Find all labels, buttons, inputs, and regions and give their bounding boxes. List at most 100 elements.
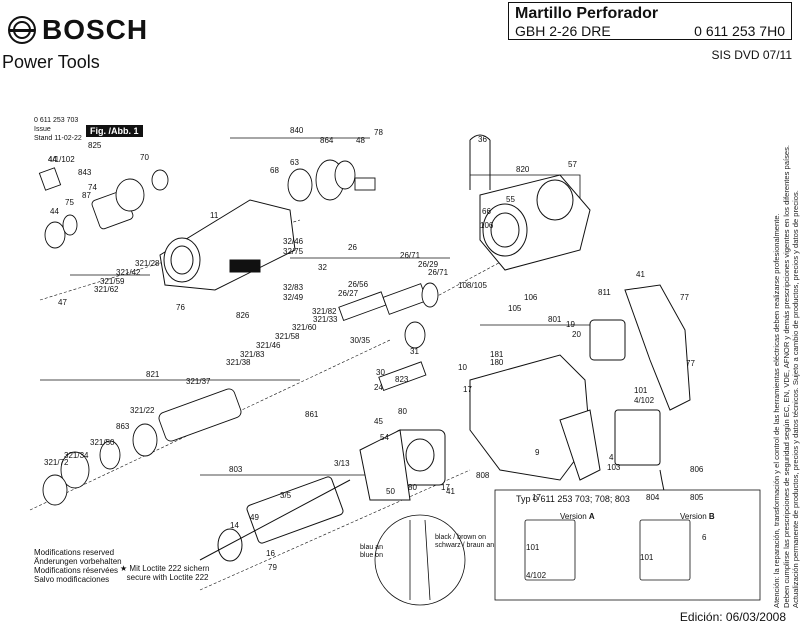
part-callout: 44 [48,155,57,164]
part-callout: 321/58 [275,332,300,341]
main-housing [469,354,601,481]
modifications-note: Modifications reserved Änderungen vorbeh… [34,548,122,584]
part-callout: 843 [78,168,92,177]
part-callout: 825 [88,141,102,150]
product-title: Martillo Perforador [515,5,659,22]
part-callout: 106 [524,293,538,302]
part-callout: 49 [250,513,259,522]
part-callout: 6 [702,533,707,542]
title-box: Martillo Perforador GBH 2-26 DRE 0 611 2… [508,2,792,40]
part-callout: 321/50 [90,438,115,447]
part-callout: 77 [686,359,695,368]
stator [359,429,446,501]
tagline: Power Tools [2,52,100,72]
part-callout: 321/38 [226,358,251,367]
part-callout: 26/56 [348,280,369,289]
part-callout: 17 [463,385,472,394]
part-callout: 808 [476,471,490,480]
part-callout: 48 [356,136,365,145]
part-callout: 36 [478,135,487,144]
part-callout: 70 [140,153,149,162]
part-callout: 74 [88,183,97,192]
doc-number: 0 611 253 703 [34,117,79,124]
part-callout: 32 [318,263,327,272]
part-callout: 321/59 [100,277,125,286]
part-callout: 101 [526,543,540,552]
model-name: GBH 2-26 DRE [515,23,611,39]
part-callout: 103 [607,463,621,472]
part-callout: 66 [482,207,491,216]
part-callout: 20 [572,330,581,339]
part-callout: 54 [380,433,389,442]
part-callout: 864 [320,136,334,145]
bosch-logo-icon [8,16,36,44]
part-callout: 3/5 [280,491,292,500]
part-callout: 181 [490,350,504,359]
part-callout: 863 [116,422,130,431]
part-callout: 321/62 [94,285,119,294]
part-callout: 32/49 [283,293,304,302]
part-callout: 32/75 [283,247,304,256]
part-callout: 106 [480,221,494,230]
part-callout: 9 [535,448,540,457]
part-callout: 805 [690,493,704,502]
chuck-assembly [38,167,169,249]
part-callout: 10 [458,363,467,372]
issue-date: 11-02-22 [54,135,82,142]
part-callout: 804 [646,493,660,502]
motor-housing [469,134,591,271]
part-callout: 803 [229,465,243,474]
part-callout: 14 [230,521,239,530]
part-callout: 55 [506,195,515,204]
part-callout: 4/102 [634,396,655,405]
part-callout: 321/83 [240,350,265,359]
part-callout: 77 [680,293,689,302]
wiring-detail [374,514,466,606]
part-callout: 76 [176,303,185,312]
part-callout: 19 [566,320,575,329]
part-callout: 321/34 [64,451,89,460]
part-callout: 101 [634,386,648,395]
part-callout: 321/37 [186,377,211,386]
part-callout: 26/71 [400,251,421,260]
part-callout: 840 [290,126,304,135]
part-callout: 105 [508,304,522,313]
part-callout: 68 [270,166,279,175]
variant-title: Typ 0 611 253 703; 708; 803 [516,494,630,504]
part-callout: 321/82 [312,307,337,316]
figure-label: Fig. /Abb. 1 [86,125,143,137]
loctite-note: ★ Mit Loctite 222 sichern secure with Lo… [120,564,210,582]
part-callout: 101 [640,553,654,562]
variant-panel [494,489,761,601]
part-callout: 811 [598,288,611,297]
part-callout: 57 [568,160,577,169]
part-callout: 78 [374,128,383,137]
part-callout: 17 [441,483,450,492]
part-callout: 321/33 [313,315,338,324]
impact-mechanism [338,282,439,391]
part-callout: 17 [532,493,541,502]
issue-label: Issue [34,126,51,133]
part-callout: 108/105 [458,281,487,290]
part-callout: 41 [446,487,455,496]
part-callout: 75 [65,198,74,207]
part-callout: 180 [490,358,504,367]
bosch-brand: BOSCH [8,14,148,46]
part-callout: 32/46 [283,237,304,246]
part-callout: 44 [50,207,59,216]
stand-label: Stand [34,135,53,142]
part-callout: 26/27 [338,289,359,298]
part-callout: 321/72 [44,458,69,467]
part-callout: 321/22 [130,406,155,415]
hammer-tube [42,388,242,506]
blue-wire-note: blau an blue on [360,544,383,559]
part-callout: 321/42 [116,268,141,277]
part-callout: 30 [376,368,385,377]
part-callout: 79 [268,563,277,572]
part-callout: 24 [374,383,383,392]
version-b-label: Version B [680,512,715,521]
doc-id-block: 0 611 253 703 Issue Stand 11-02-22 [34,116,82,143]
part-number: 0 611 253 7H0 [694,23,785,39]
